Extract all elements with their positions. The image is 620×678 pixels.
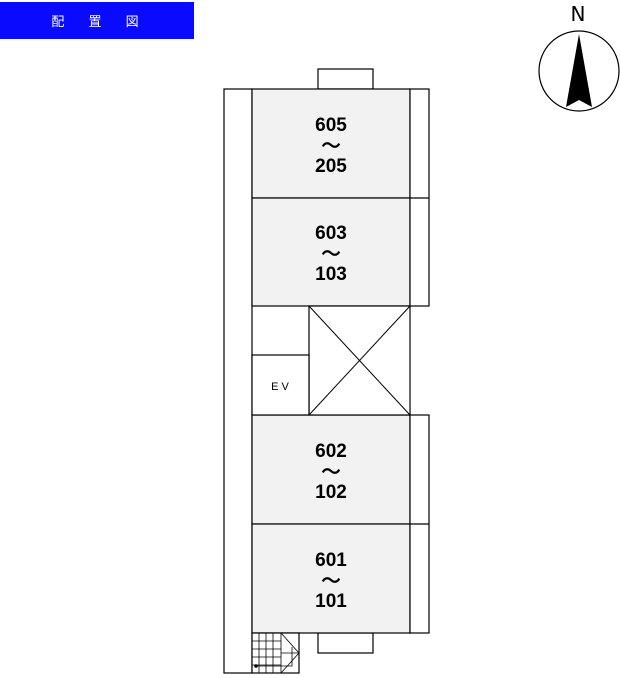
unit-top: 601 <box>315 550 347 571</box>
unit-sep: ～ <box>321 244 340 265</box>
title-banner: 配 置 図 <box>0 2 194 39</box>
title-text: 配 置 図 <box>51 15 149 30</box>
unit-sep: ～ <box>321 571 340 592</box>
unit-bottom: 101 <box>315 591 347 612</box>
room-601-101 <box>251 523 411 634</box>
unit-top: 605 <box>315 115 347 136</box>
room-605-205 <box>251 88 411 199</box>
corridor <box>223 88 253 674</box>
unit-bottom: 205 <box>315 156 347 177</box>
unit-label-group-3: 602 ～ 102 <box>315 441 347 503</box>
south-protrusion <box>317 632 374 654</box>
unit-bottom: 103 <box>315 264 347 285</box>
staircase-icon <box>251 632 300 674</box>
unit-sep: ～ <box>321 462 340 483</box>
elevator-label: E V <box>271 381 289 393</box>
elevator <box>251 354 310 416</box>
unit-label-group-4: 601 ～ 101 <box>315 550 347 612</box>
north-arrow-icon: N <box>538 2 620 112</box>
open-void-icon <box>308 305 411 416</box>
unit-label-group-2: 603 ～ 103 <box>315 223 347 285</box>
north-label: N <box>571 2 586 26</box>
unit-top: 602 <box>315 441 347 462</box>
unit-top: 603 <box>315 223 347 244</box>
unit-sep: ～ <box>321 136 340 157</box>
unit-bottom: 102 <box>315 482 347 503</box>
north-protrusion <box>317 68 374 90</box>
unit-label-group-1: 605 ～ 205 <box>315 115 347 177</box>
